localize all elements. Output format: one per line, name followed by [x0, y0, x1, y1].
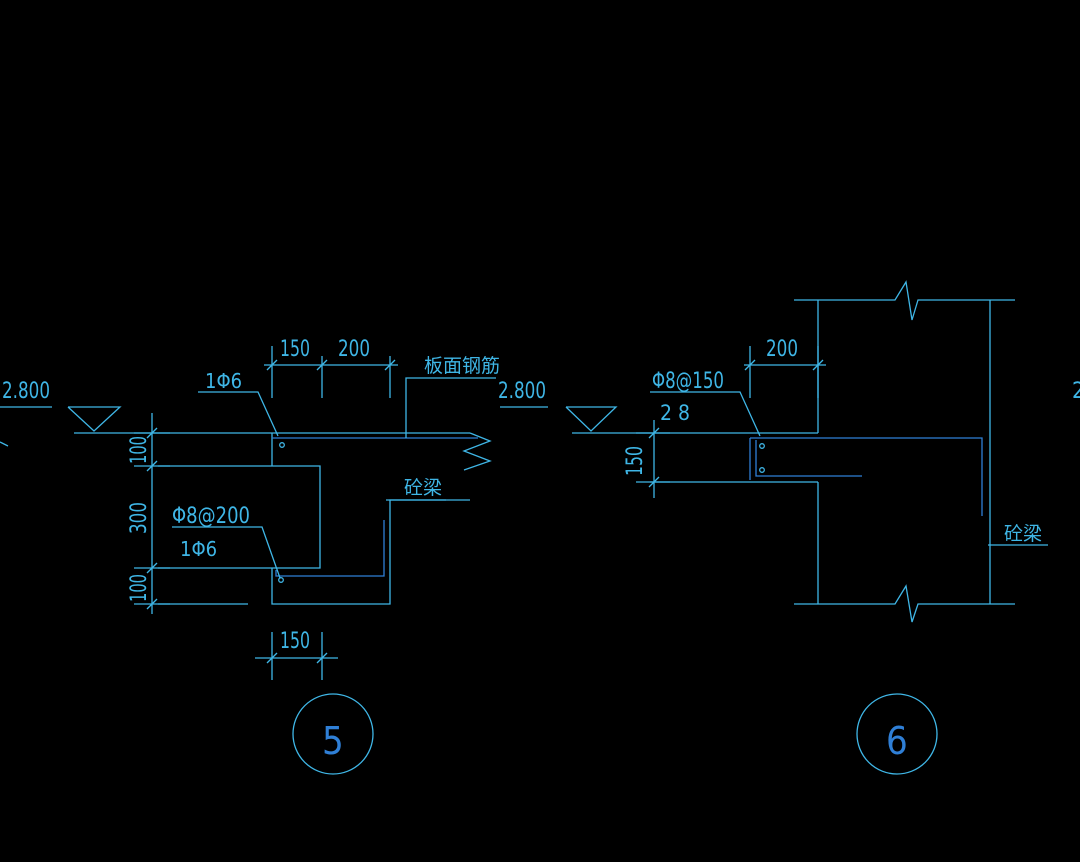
detail5-leader-bottom	[172, 526, 281, 579]
detail5-rebar-top-label: 1Φ6	[205, 369, 242, 393]
detail5-break-line	[462, 432, 492, 471]
detail6-top-rebar	[750, 437, 983, 516]
detail6-dim-150: 150	[623, 446, 648, 476]
detail6-bottom-break	[794, 584, 1015, 623]
detail5-number: 5	[322, 719, 344, 763]
detail5-tick	[146, 562, 158, 574]
detail-6	[500, 280, 1048, 775]
detail6-dim-200: 200	[766, 337, 798, 362]
detail5-tick	[316, 652, 328, 664]
detail5-number-circle	[292, 693, 374, 775]
detail6-rebar-dot	[759, 443, 765, 449]
detail5-tick	[146, 598, 158, 610]
detail6-top-break	[794, 280, 1015, 321]
detail6-rebar-dot	[759, 467, 765, 473]
detail6-elevation-text: 2.800	[498, 379, 546, 404]
detail5-bottom-rebar	[275, 520, 385, 577]
detail5-rebar-bottom-label: 1Φ6	[180, 537, 217, 561]
detail5-tick	[146, 460, 158, 472]
detail5-dim-100-b: 100	[127, 574, 152, 602]
detail5-dim-300: 300	[127, 502, 152, 534]
detail6-tick	[744, 359, 756, 371]
detail5-tick	[266, 652, 278, 664]
detail6-number-circle	[856, 693, 938, 775]
detail5-dim-150-top: 150	[280, 337, 310, 362]
edge-fragment-text: 2	[1072, 379, 1080, 404]
detail6-bottom-rebar	[755, 440, 862, 477]
detail-5-text: 150 200 板面钢筋 1Φ6 Φ8@200 1Φ6 砼梁 150 5 100…	[127, 337, 500, 763]
detail5-elevation-triangle	[67, 406, 122, 432]
detail-6-text: 2.800 200 Φ8@150 2 8 150 砼梁 6	[498, 337, 1042, 763]
detail6-stirrup-label: Φ8@150	[652, 369, 724, 394]
detail5-beam-label: 砼梁	[404, 477, 442, 499]
detail5-dim-200-top: 200	[338, 337, 370, 362]
detail5-stirrup-label: Φ8@200	[172, 504, 250, 529]
detail5-tick	[384, 359, 396, 371]
detail5-slab-rebar-label: 板面钢筋	[424, 355, 500, 377]
detail6-tick	[648, 427, 660, 439]
detail5-dim-150-bottom: 150	[280, 629, 310, 654]
detail5-slab-outline	[158, 465, 321, 569]
detail6-tick	[648, 476, 660, 488]
detail5-tick	[316, 359, 328, 371]
detail5-tick	[266, 359, 278, 371]
detail5-rebar-callout	[405, 377, 496, 438]
detail5-rebar-dot-bottom	[278, 577, 284, 583]
detail6-beam-label: 砼梁	[1004, 523, 1042, 545]
detail6-leader	[650, 391, 761, 437]
detail6-elevation-triangle	[565, 406, 618, 432]
detail6-tick	[812, 359, 824, 371]
detail5-elevation-text: 2.800	[2, 379, 50, 404]
detail6-rebar-label: 2 8	[660, 401, 690, 425]
detail5-dim-100-a: 100	[127, 436, 152, 464]
detail6-number: 6	[886, 719, 908, 763]
detail5-rebar-dot-top	[279, 442, 285, 448]
detail-5: 2.800	[0, 346, 496, 775]
detail5-left-arrow-fragment	[0, 441, 9, 447]
detail5-leader-top	[198, 391, 279, 437]
detail5-tick	[146, 427, 158, 439]
